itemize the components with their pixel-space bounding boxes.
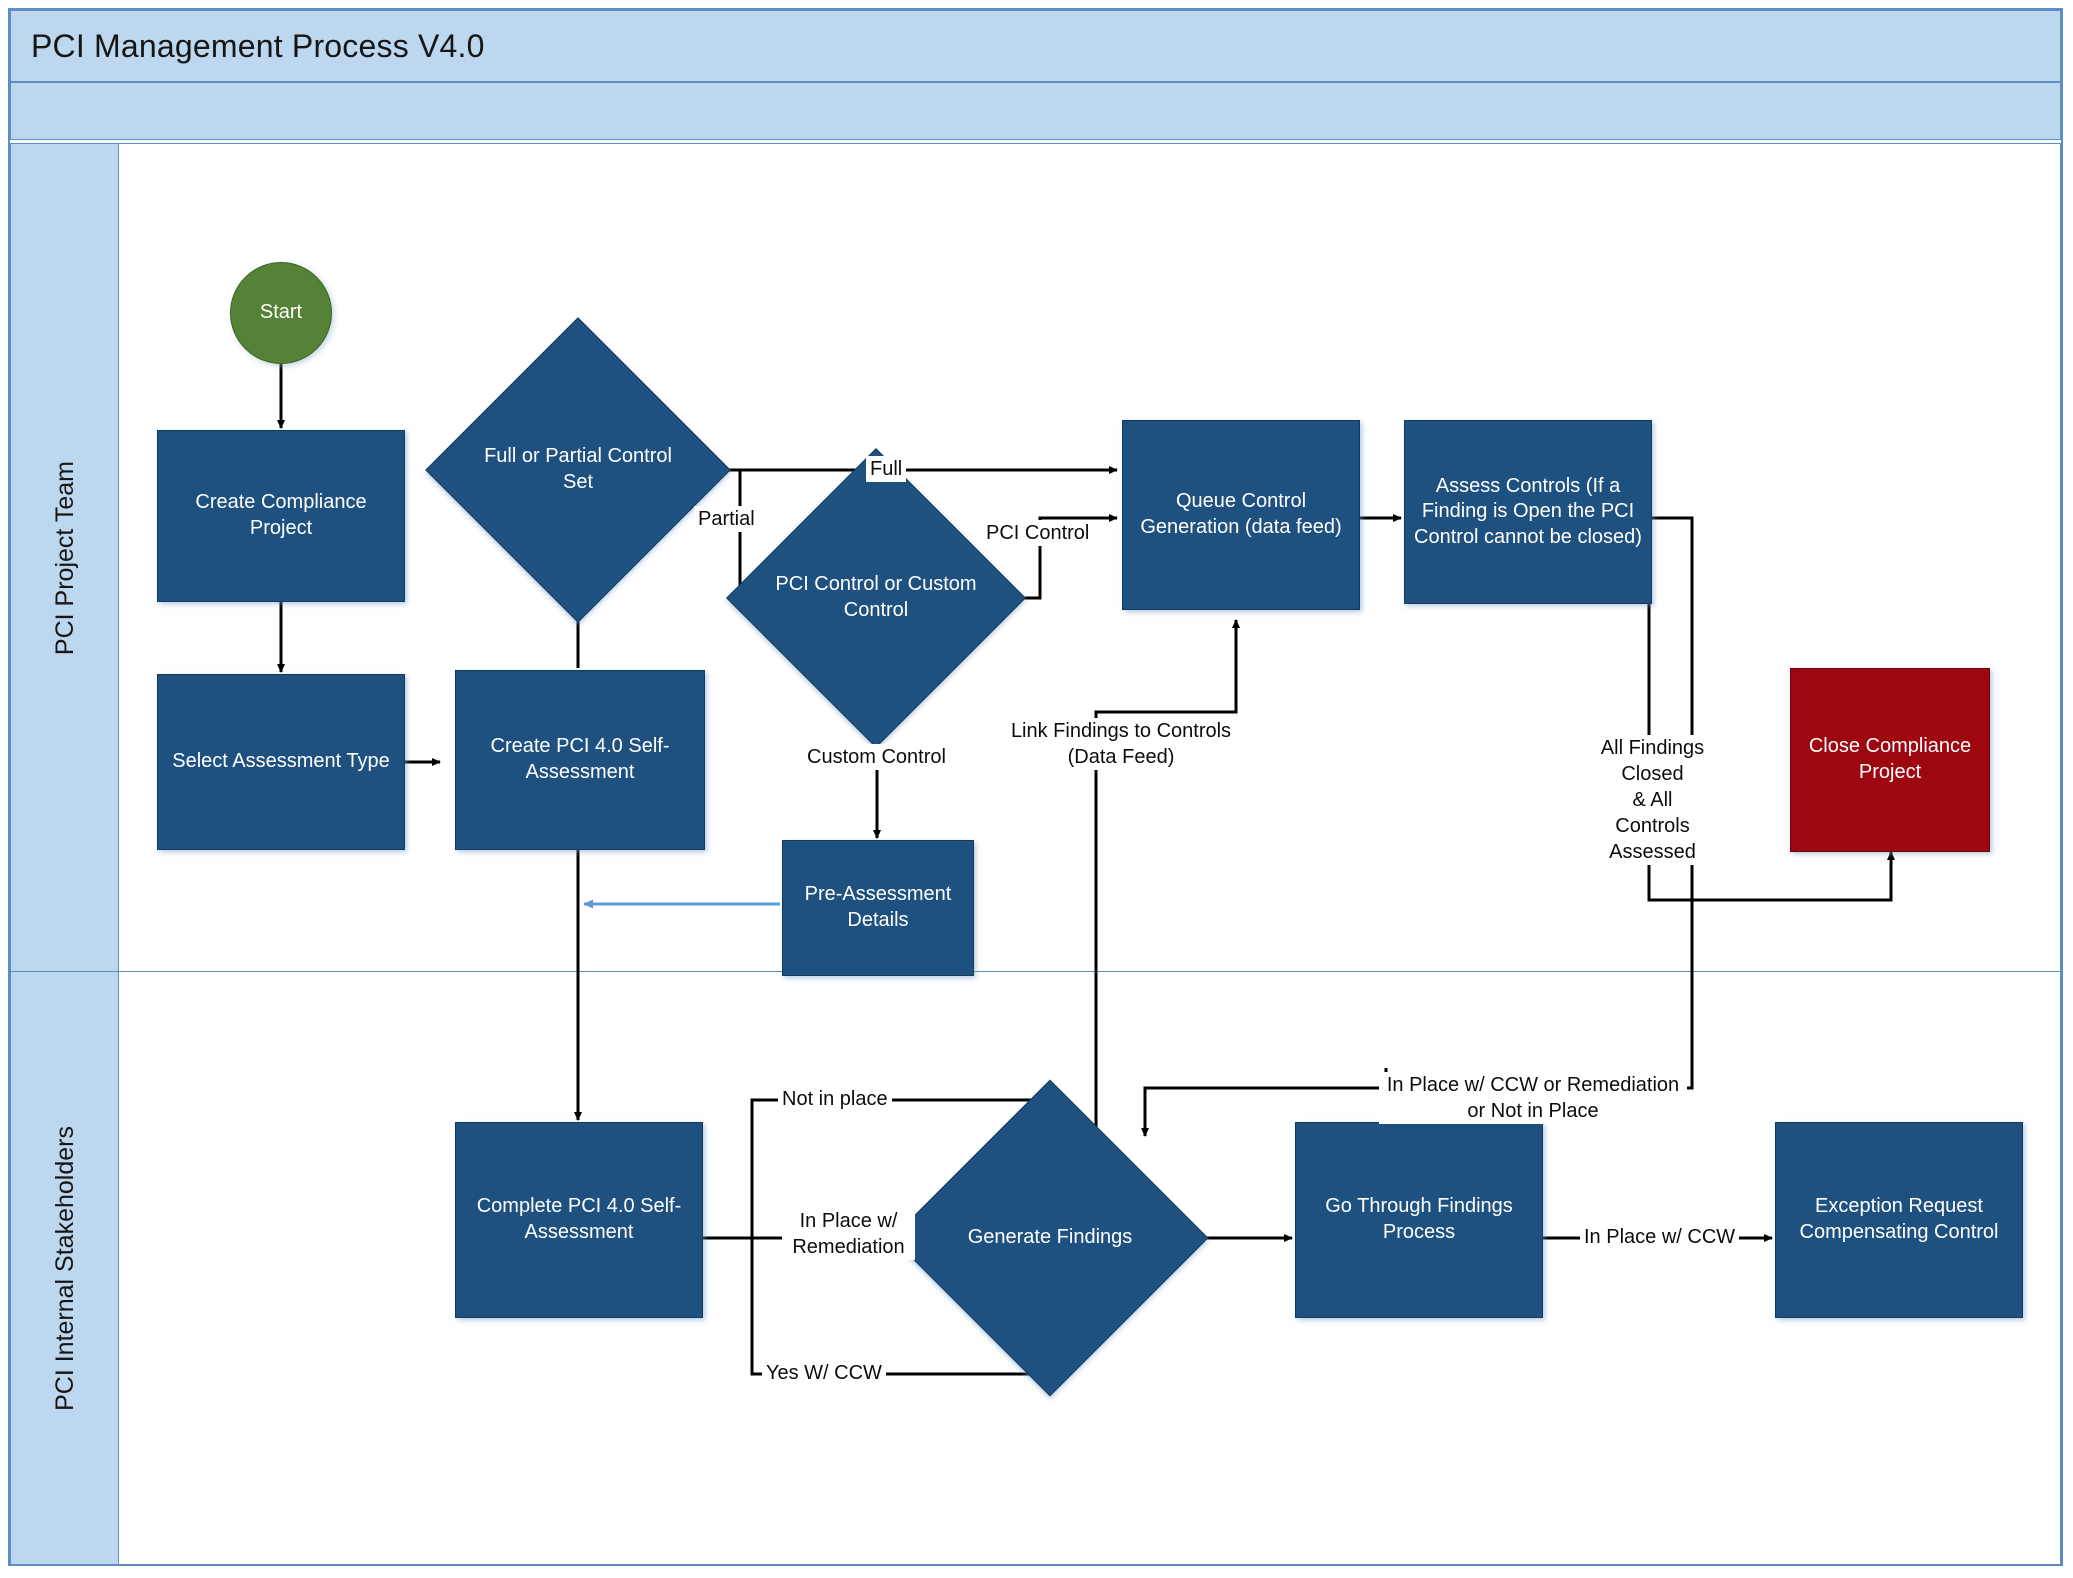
diagram-title-bar: PCI Management Process V4.0 xyxy=(10,10,2061,82)
node-exception-request-compensating-control[interactable]: Exception Request Compensating Control xyxy=(1775,1122,2023,1318)
node-complete-pci-self-assessment[interactable]: Complete PCI 4.0 Self-Assessment xyxy=(455,1122,703,1318)
edge-label-link-findings-to-controls: Link Findings to Controls (Data Feed) xyxy=(992,718,1250,770)
node-queue-control-generation[interactable]: Queue Control Generation (data feed) xyxy=(1122,420,1360,610)
node-full-or-partial-control-set[interactable]: Full or Partial Control Set xyxy=(425,317,731,623)
node-generate-findings[interactable]: Generate Findings xyxy=(891,1079,1209,1397)
node-label: Generate Findings xyxy=(967,1226,1133,1249)
diagram-subtitle-bar xyxy=(10,82,2061,140)
edge-label-in-place-ccw-or-remediation: In Place w/ CCW or Remediation or Not in… xyxy=(1379,1072,1687,1124)
edge-label-full: Full xyxy=(866,456,907,482)
node-label: PCI Control or Custom Control xyxy=(775,573,977,621)
edge-label-yes-w-ccw: Yes W/ CCW xyxy=(762,1360,886,1386)
edge-label-not-in-place: Not in place xyxy=(778,1086,892,1112)
edge-label-in-place-w-remediation: In Place w/ Remediation xyxy=(782,1208,915,1260)
node-create-pci-self-assessment[interactable]: Create PCI 4.0 Self-Assessment xyxy=(455,670,705,850)
edge-label-in-place-w-ccw: In Place w/ CCW xyxy=(1580,1224,1740,1250)
swimlane-label-text: PCI Project Team xyxy=(50,460,79,656)
node-go-through-findings-process[interactable]: Go Through Findings Process xyxy=(1295,1122,1543,1318)
node-select-assessment-type[interactable]: Select Assessment Type xyxy=(157,674,405,850)
node-create-compliance-project[interactable]: Create Compliance Project xyxy=(157,430,405,602)
node-pci-control-or-custom-control[interactable]: PCI Control or Custom Control xyxy=(726,448,1026,748)
edge-label-partial: Partial xyxy=(694,506,759,532)
edge-label-pci-control: PCI Control xyxy=(982,520,1094,546)
edge-label-custom-control: Custom Control xyxy=(803,744,950,770)
node-label: Full or Partial Control Set xyxy=(484,445,672,493)
node-start[interactable]: Start xyxy=(230,262,332,364)
edge-label-all-findings-closed: All Findings Closed & All Controls Asses… xyxy=(1586,735,1719,865)
node-assess-controls[interactable]: Assess Controls (If a Finding is Open th… xyxy=(1404,420,1652,604)
swimlane-body-pci-project-team xyxy=(118,143,2061,973)
node-pre-assessment-details[interactable]: Pre-Assessment Details xyxy=(782,840,974,976)
page-title: PCI Management Process V4.0 xyxy=(31,27,485,64)
swimlane-label-pci-internal-stakeholders: PCI Internal Stakeholders xyxy=(10,971,120,1565)
swimlane-label-pci-project-team: PCI Project Team xyxy=(10,143,120,973)
swimlane-label-text: PCI Internal Stakeholders xyxy=(50,1125,79,1411)
node-close-compliance-project[interactable]: Close Compliance Project xyxy=(1790,668,1990,852)
